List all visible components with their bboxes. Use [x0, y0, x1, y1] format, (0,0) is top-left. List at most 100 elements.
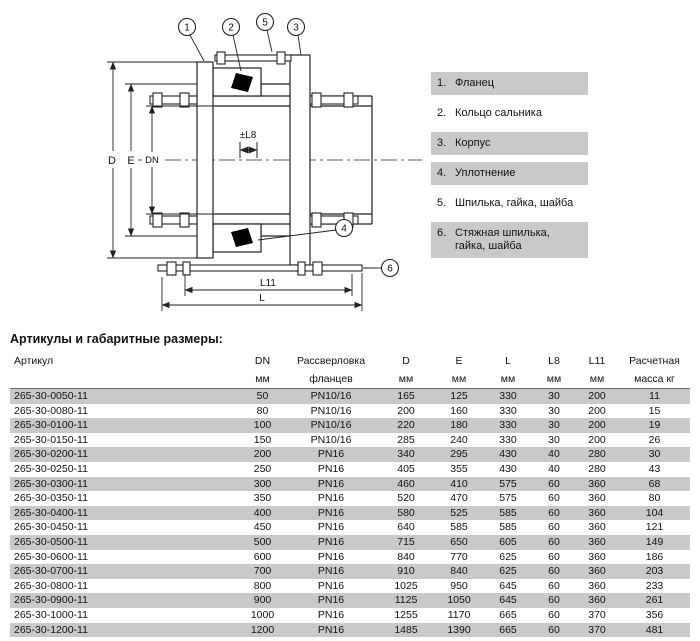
table-cell: PN16 [317, 492, 345, 505]
table-cell: 1050 [447, 594, 471, 607]
table-cell: 360 [588, 535, 606, 548]
legend-item-label: Кольцо сальника [455, 107, 542, 119]
table-cell: 840 [450, 565, 468, 578]
table-cell: 30 [548, 433, 560, 446]
table-cell: 355 [450, 462, 468, 475]
parts-legend: 1. Фланец 2. Кольцо сальника 3. Корпус 4… [431, 72, 588, 265]
table-cell: PN10/16 [310, 404, 352, 417]
column-header: Расчетная [629, 354, 680, 367]
gland-ring-seal [231, 73, 253, 92]
table-cell: 104 [645, 506, 664, 519]
table-cell: 430 [499, 462, 517, 475]
table-cell: 60 [548, 506, 560, 519]
table-cell: PN16 [317, 623, 345, 636]
legend-item-label: Шпилька, гайка, шайба [455, 197, 574, 209]
table-cell: 30 [548, 390, 560, 402]
legend-item-number: 6. [437, 227, 447, 239]
technical-drawing: ±L8 D E DN L11 L [105, 12, 422, 311]
table-cell: 585 [499, 521, 517, 534]
table-cell: 265-30-0100-11 [14, 419, 88, 432]
column-header: L8 [548, 354, 560, 367]
dimension-l8 [239, 142, 258, 158]
table-cell: 265-30-1200-11 [14, 623, 88, 636]
column-unit: мм [451, 372, 467, 385]
table-cell: 280 [588, 462, 606, 475]
table-cell: 200 [588, 390, 606, 402]
callout-numbers: 1 2 5 3 4 6 [184, 18, 393, 275]
table-cell: PN16 [317, 477, 345, 490]
table-cell: 220 [397, 419, 415, 432]
table-cell: 265-30-0800-11 [14, 579, 88, 592]
table-cell: 585 [499, 506, 517, 519]
table-cell: 265-30-0150-11 [14, 433, 88, 446]
table-cell: 261 [645, 594, 664, 607]
column-unit: мм [398, 372, 414, 385]
table-cell: 15 [648, 404, 661, 417]
table-cell: 520 [397, 492, 415, 505]
callout-2: 2 [228, 23, 234, 34]
table-cell: 715 [397, 535, 415, 548]
table-cell: PN10/16 [310, 433, 352, 446]
table-cell: PN16 [317, 608, 345, 621]
callout-5: 5 [262, 18, 268, 29]
table-cell: 60 [548, 565, 560, 578]
table-cell: 60 [548, 623, 560, 636]
table-cell: 575 [499, 492, 517, 505]
table-cell: 200 [588, 433, 606, 446]
callout-4: 4 [341, 224, 347, 235]
table-cell: 770 [450, 550, 468, 563]
table-cell: 165 [397, 390, 415, 402]
column-header: D [402, 354, 410, 367]
table-cell: PN16 [317, 506, 345, 519]
table-cell: 250 [253, 462, 272, 475]
table-cell: 500 [253, 535, 272, 548]
column-unit: мм [255, 372, 270, 385]
table-cell: 600 [253, 550, 272, 563]
legend-item-number: 2. [437, 107, 447, 119]
table-cell: PN16 [317, 565, 345, 578]
table-cell: 295 [450, 448, 468, 461]
table-cell: 280 [588, 448, 606, 461]
section-title: Артикулы и габаритные размеры: [10, 332, 223, 346]
table-cell: 60 [548, 608, 560, 621]
table-cell: 265-30-0500-11 [14, 535, 88, 548]
table-cell: 265-30-0900-11 [14, 594, 88, 607]
table-cell: 200 [588, 419, 606, 432]
table-cell: PN16 [317, 550, 345, 563]
column-header: L11 [588, 354, 606, 367]
table-cell: 265-30-0050-11 [14, 390, 88, 402]
table-cell: 265-30-0250-11 [14, 462, 88, 475]
table-cell: 240 [450, 433, 468, 446]
table-cell: 340 [397, 448, 415, 461]
table-cell: 265-30-0350-11 [14, 492, 88, 505]
table-cell: 1125 [394, 594, 418, 607]
table-cell: 700 [253, 565, 272, 578]
table-cell: 60 [548, 477, 560, 490]
table-cell: 1200 [250, 623, 275, 636]
table-cell: 900 [253, 594, 272, 607]
table-cell: 80 [648, 492, 661, 505]
packing-seal [231, 228, 253, 247]
table-cell: PN16 [317, 462, 345, 475]
table-cell: 1025 [394, 579, 418, 592]
legend-item-label: Фланец [455, 77, 495, 89]
table-cell: 60 [548, 521, 560, 534]
table-cell: 30 [548, 404, 560, 417]
table-cell: 665 [499, 623, 517, 636]
legend-item: 1. Фланец [431, 72, 588, 95]
table-cell: 360 [588, 477, 606, 490]
tie-rod [157, 264, 363, 272]
table-cell: 60 [548, 535, 560, 548]
column-unit: мм [546, 372, 562, 385]
table-cell: 30 [548, 419, 560, 432]
